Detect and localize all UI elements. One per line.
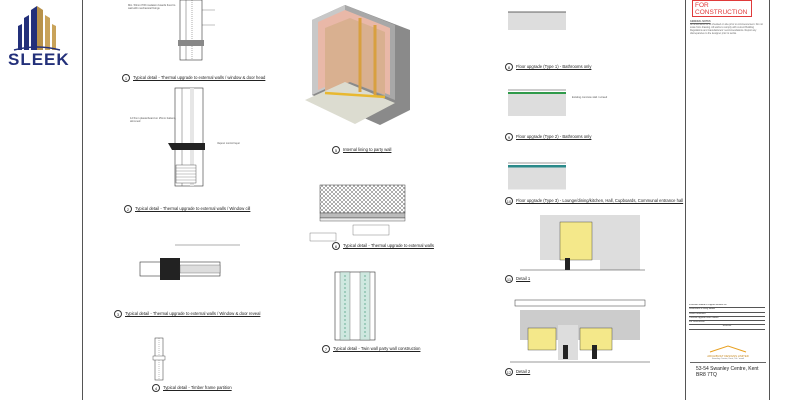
revision-row: Details amended — [689, 313, 765, 317]
revision-table: Insulation added to support window sill … — [689, 304, 765, 330]
detail-7-drawing — [334, 271, 376, 341]
firm-logo: ARCHIBUILT DESIGNS LIMITED Swanley Centr… — [690, 345, 766, 360]
drawing-sheet — [82, 0, 770, 400]
general-notes: GENERAL NOTES All dimensions to be check… — [690, 20, 765, 35]
revision-header: Revision — [689, 325, 765, 330]
note-insulation: Min. 50mm PIR insulation boards fixed to… — [128, 4, 176, 11]
floor-type-2-drawing — [508, 89, 566, 116]
revision-row: Insulation added to support window sill — [689, 304, 765, 309]
firm-name: ARCHIBUILT DESIGNS LIMITED — [707, 354, 749, 358]
general-notes-text: All dimensions to be checked on site pri… — [690, 23, 763, 35]
detail-5-isometric-wall — [305, 5, 410, 125]
detail-1-drawing — [178, 0, 215, 61]
revision-row: Thermal upgrade notes added — [689, 317, 765, 322]
revision-row: For construction — [689, 321, 765, 326]
general-notes-heading: GENERAL NOTES — [690, 20, 711, 23]
detail-3-drawing — [139, 244, 240, 280]
sleek-logo — [4, 4, 76, 74]
revision-row: Dimensions & fixing added — [689, 308, 765, 313]
detail-6-drawing — [309, 184, 406, 242]
detail-12-drawing — [510, 299, 650, 363]
project-address: 53-54 Swanley Centre, Kent BR8 7TQ — [690, 362, 766, 378]
roof-icon — [709, 345, 747, 353]
floor-type-3-drawing — [508, 162, 566, 190]
floor-type-1-drawing — [508, 11, 566, 30]
detail-11-drawing — [520, 215, 645, 271]
note-plasterboard: 12.5mm plasterboard on 25mm battens, ski… — [130, 117, 176, 124]
sleek-logo-text: SLEEK — [8, 50, 70, 69]
detail-4-drawing — [152, 337, 166, 381]
detail-2-drawing — [168, 87, 205, 187]
note-screed: Existing concrete slab / screed — [572, 96, 608, 99]
for-construction-stamp: FOR CONSTRUCTION — [692, 0, 752, 17]
note-vcl: Vapour control layer — [217, 142, 241, 145]
title-block — [685, 0, 770, 400]
firm-address: Swanley Centre, Kent, Tel / email — [711, 358, 745, 360]
